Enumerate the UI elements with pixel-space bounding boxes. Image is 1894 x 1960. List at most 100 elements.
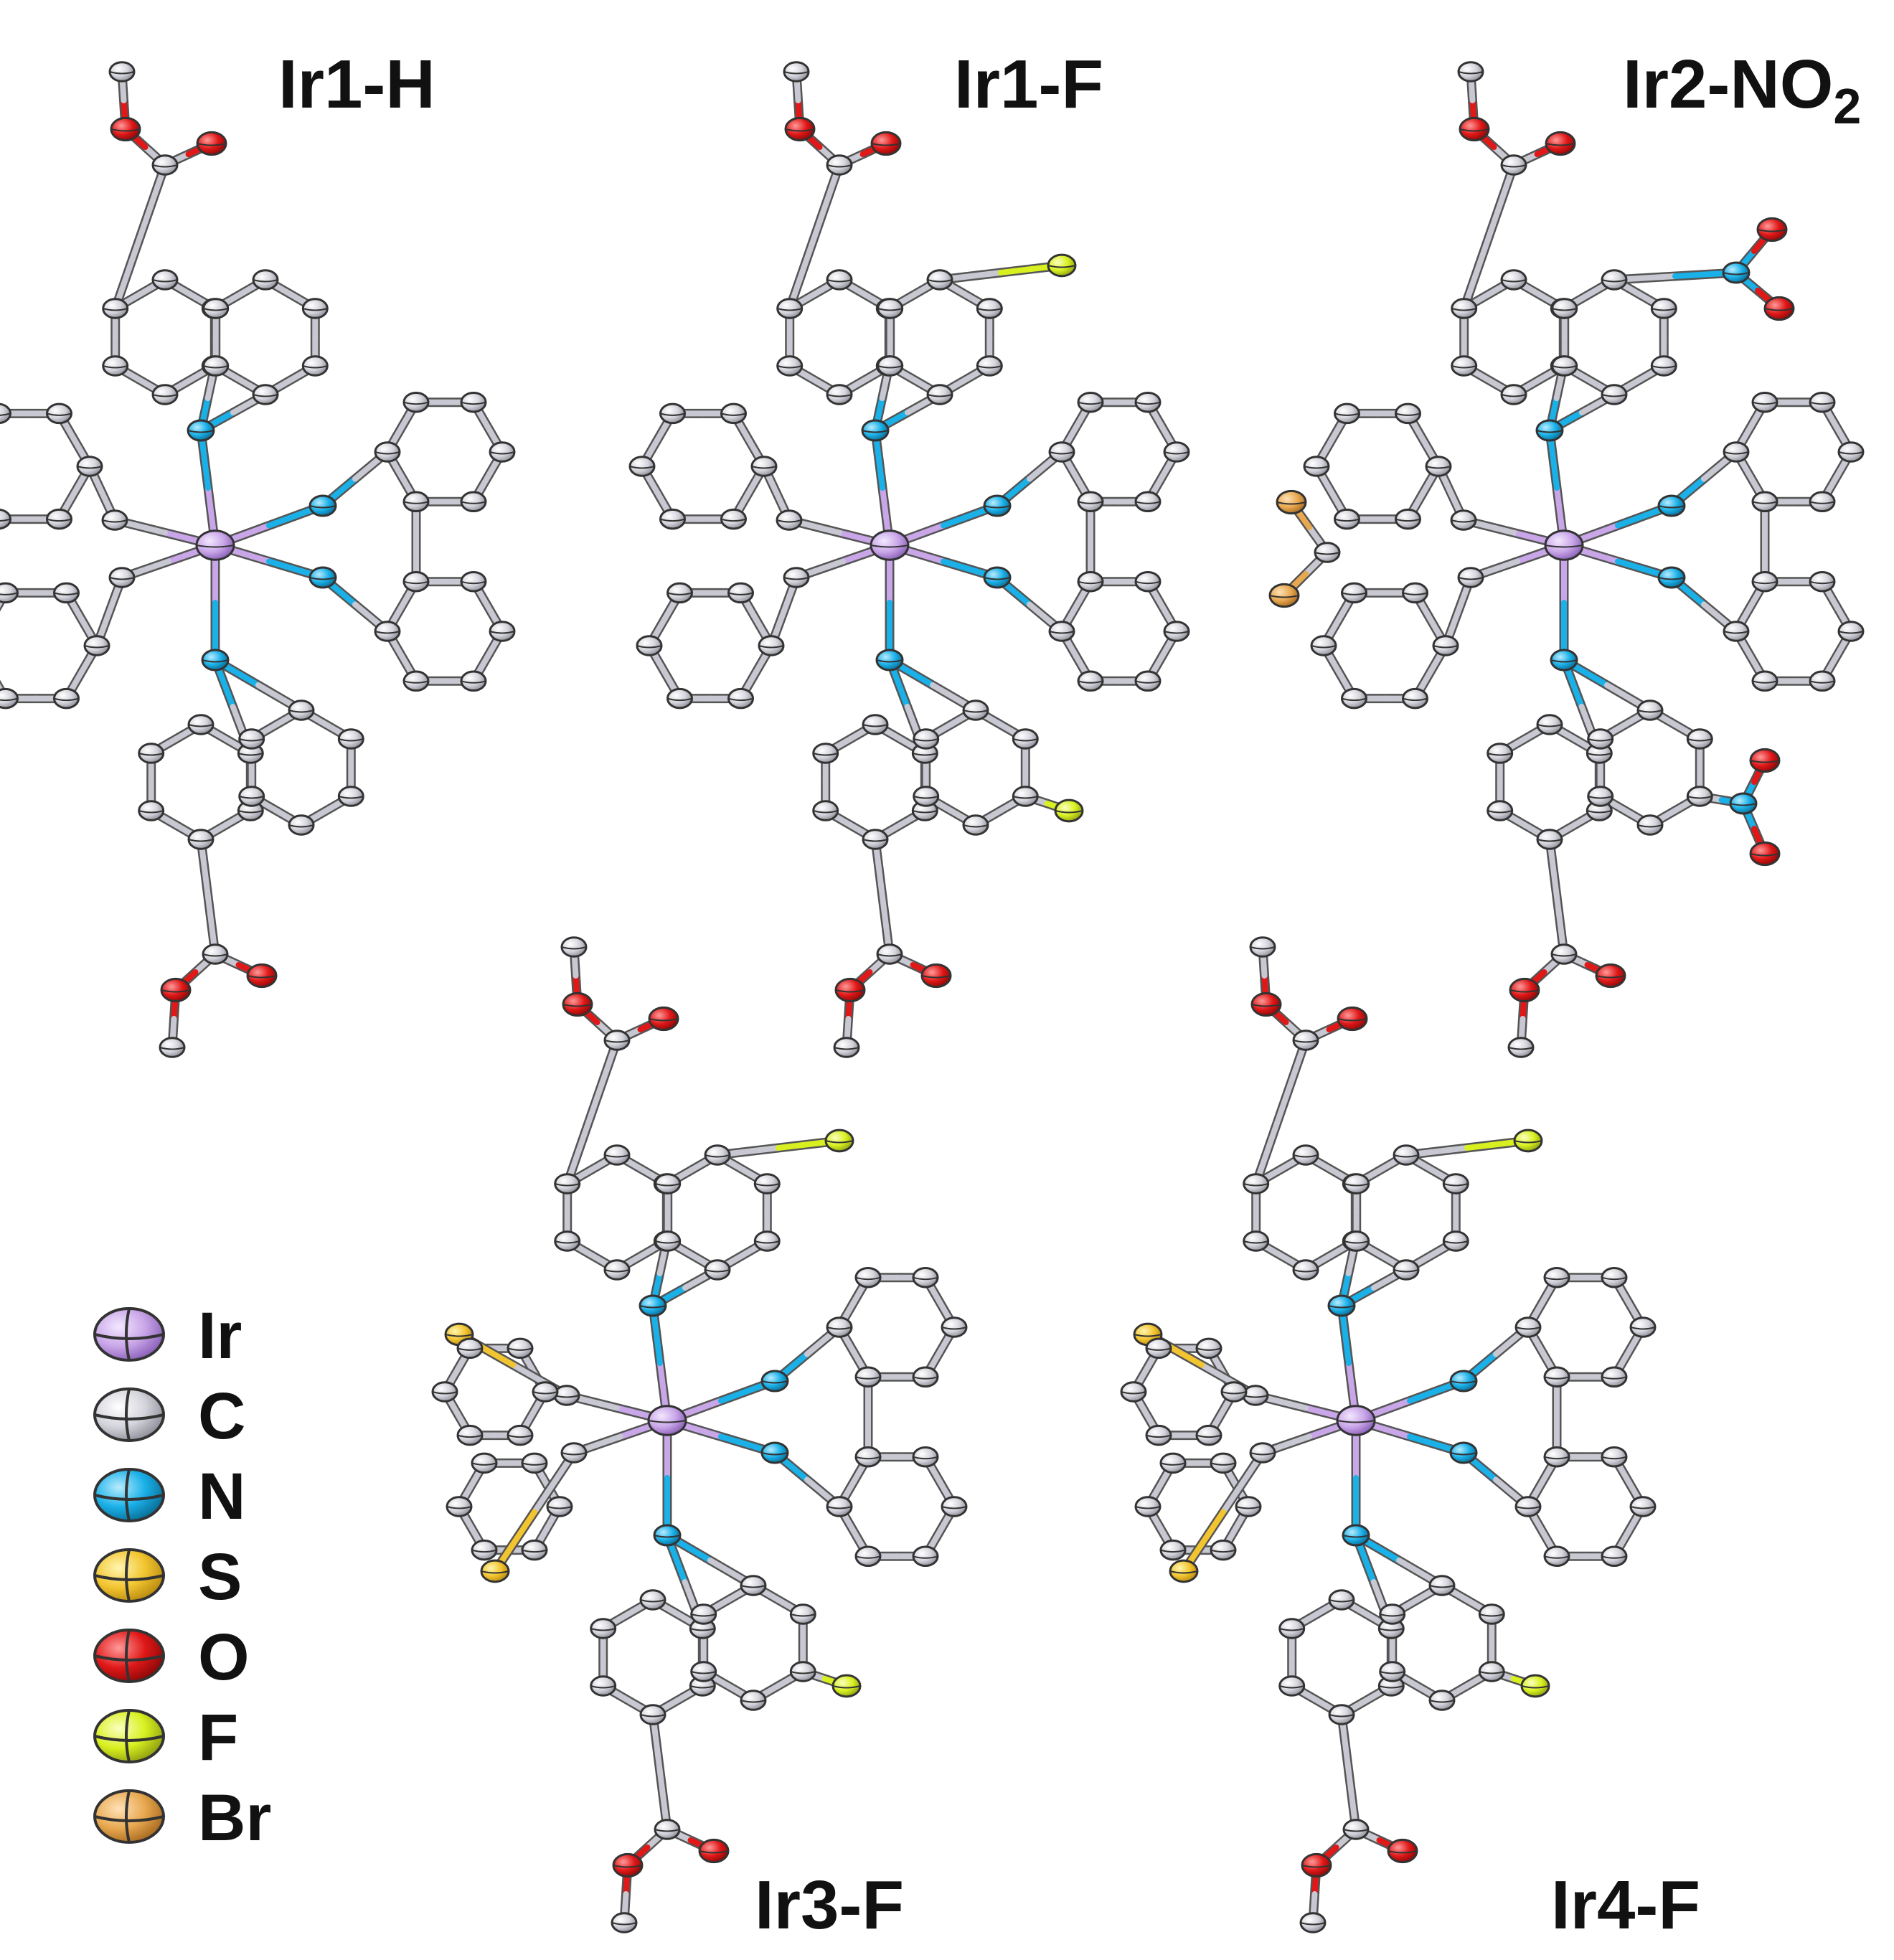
atom-c — [1457, 61, 1484, 83]
atom-axis — [1450, 1452, 1477, 1456]
atom-axis — [699, 1850, 729, 1854]
legend-label-n: N — [198, 1460, 245, 1533]
atom-axis — [785, 128, 815, 132]
atom-c — [1550, 943, 1578, 965]
atom-axis — [877, 953, 903, 957]
atom-axis — [1750, 760, 1780, 763]
atom-axis — [197, 143, 227, 146]
atom-c — [926, 269, 953, 291]
atom-axis — [1135, 580, 1161, 585]
atom-c — [876, 943, 903, 965]
atom-axis — [374, 451, 400, 455]
label-ir4f: Ir4-F — [1551, 1867, 1700, 1943]
atom-axis — [1544, 1276, 1570, 1281]
atom-c — [1536, 829, 1563, 850]
atom-axis — [47, 413, 72, 416]
atom-axis — [1545, 143, 1575, 146]
legend-label-ir: Ir — [198, 1299, 242, 1372]
atom-c — [727, 687, 754, 710]
atom-f — [1047, 253, 1077, 278]
legend-entry-o: O — [93, 1621, 250, 1694]
atom-ir — [647, 1405, 687, 1436]
atom-c — [1686, 786, 1713, 807]
atom-axis — [629, 466, 655, 469]
nitrogen-atom-icon — [93, 1468, 165, 1522]
atom-c — [1428, 1690, 1456, 1711]
atom-axis — [1508, 1047, 1534, 1050]
oxygen-atom-icon-axes — [94, 1629, 164, 1682]
atom-o — [110, 116, 141, 142]
atom-n — [201, 649, 230, 672]
atom-axis — [913, 738, 939, 742]
atom-c — [659, 402, 686, 425]
atom-axis — [1630, 1327, 1656, 1330]
atom-axis — [1429, 1585, 1455, 1588]
atom-axis — [667, 697, 692, 702]
molecule-ir3f — [431, 936, 968, 1933]
atom-axis — [855, 1555, 881, 1559]
atom-axis — [247, 975, 277, 979]
atom-axis — [1164, 451, 1189, 455]
atom-axis — [1450, 1380, 1477, 1384]
bond — [137, 162, 168, 240]
atom-axis — [1687, 738, 1712, 742]
atom-axis — [445, 1334, 474, 1337]
atom-axis — [976, 365, 1002, 369]
atom-o — [160, 977, 192, 1003]
atom-axis — [1723, 451, 1749, 455]
atom-c — [402, 570, 430, 593]
atom-c — [1629, 1316, 1657, 1338]
atom-axis — [1135, 680, 1161, 684]
atom-axis — [660, 518, 685, 522]
atom-c — [460, 391, 487, 413]
atom-axis — [927, 279, 953, 283]
atom-axis — [1601, 1376, 1627, 1380]
atom-axis — [721, 413, 746, 416]
atom-axis — [1752, 401, 1778, 405]
atom-axis — [1501, 164, 1527, 168]
atom-axis — [54, 697, 79, 702]
atom-axis — [1586, 753, 1612, 756]
atom-o — [1763, 296, 1795, 321]
atom-axis — [561, 1452, 587, 1456]
atom-axis — [862, 430, 889, 433]
atom-axis — [1134, 1334, 1162, 1337]
atom-axis — [1451, 308, 1477, 311]
atom-axis — [77, 466, 103, 469]
atom-axis — [1630, 1506, 1656, 1509]
atom-axis — [826, 279, 852, 283]
atom-c — [1334, 508, 1360, 530]
atom-c — [471, 1539, 498, 1561]
atom-axis — [870, 545, 909, 548]
atom-axis — [913, 796, 939, 799]
atom-axis — [1293, 1154, 1319, 1158]
legend-entry-f: F — [93, 1701, 238, 1774]
atom-n — [983, 566, 1012, 589]
atom-axis — [0, 413, 11, 416]
atom-axis — [963, 710, 989, 713]
atom-axis — [1329, 1599, 1354, 1603]
atom-c — [1328, 1704, 1355, 1725]
atom-c — [1551, 298, 1578, 319]
atom-axis — [740, 1700, 766, 1703]
atom-c — [1134, 670, 1162, 692]
atom-n — [983, 494, 1012, 517]
atom-c — [1837, 441, 1865, 463]
atom-axis — [1809, 501, 1835, 504]
atom-c — [187, 714, 215, 735]
atom-axis — [1243, 1240, 1269, 1244]
atom-axis — [339, 738, 364, 742]
atom-c — [1650, 298, 1677, 319]
atom-axis — [1479, 1613, 1504, 1617]
legend-label-s: S — [198, 1540, 242, 1613]
atom-axis — [1210, 1462, 1236, 1466]
atom-c — [1077, 391, 1104, 413]
atom-axis — [507, 1347, 533, 1351]
atom-c — [507, 1424, 534, 1446]
atom-axis — [1544, 1555, 1570, 1559]
atom-c — [913, 786, 940, 807]
atom-c — [628, 456, 656, 477]
atom-axis — [507, 1434, 533, 1438]
atom-axis — [1164, 631, 1189, 634]
atom-axis — [1210, 1549, 1236, 1553]
